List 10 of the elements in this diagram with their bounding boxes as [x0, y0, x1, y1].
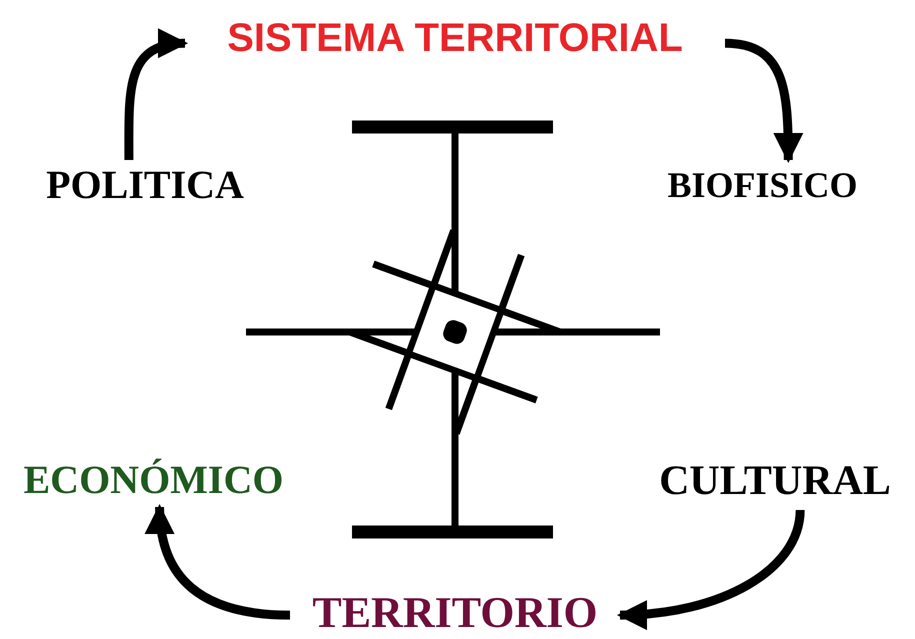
concept-label: TERRITORIO: [290, 586, 620, 639]
concept-label: SISTEMA TERRITORIAL: [185, 12, 725, 64]
curved-arrow: [617, 510, 805, 630]
concept-label: ECONÓMICO: [2, 452, 305, 507]
concept-label: CULTURAL: [635, 452, 915, 510]
curved-arrow: [124, 30, 188, 160]
curved-arrow: [724, 38, 804, 163]
concept-label: POLITICA: [30, 160, 260, 210]
curved-arrow: [146, 504, 290, 620]
concept-label: BIOFISICO: [655, 160, 870, 210]
